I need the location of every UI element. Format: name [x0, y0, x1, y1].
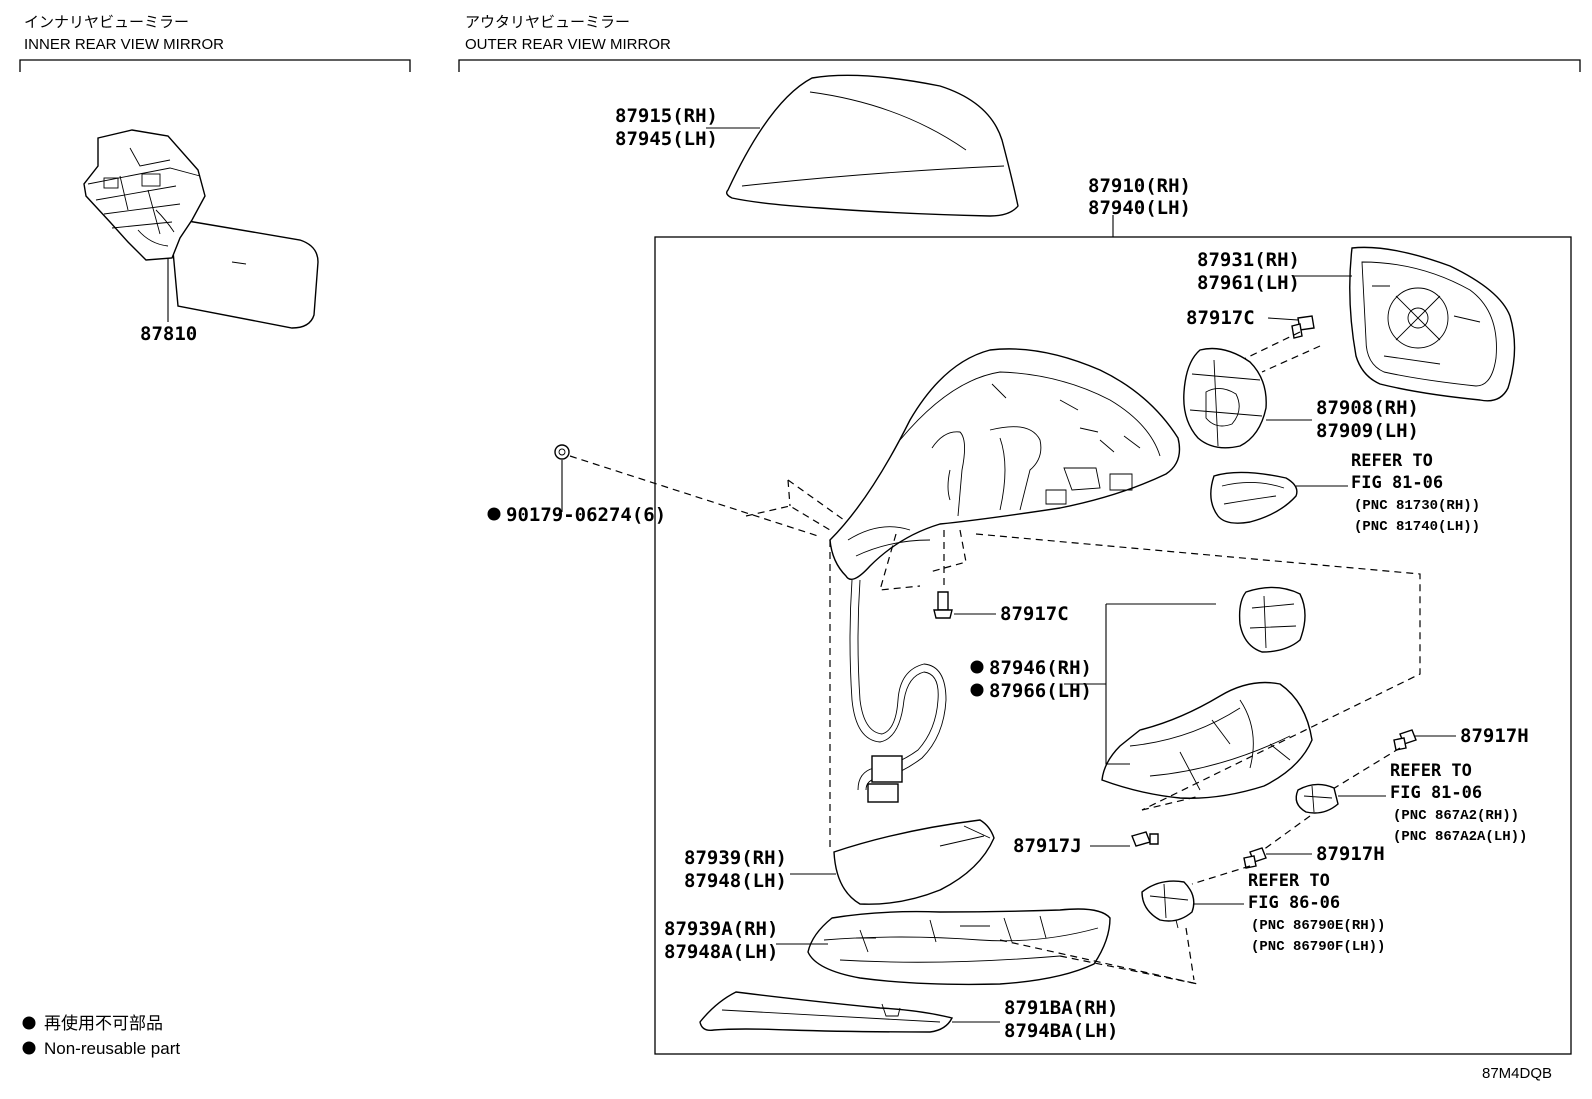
inner-section-header: インナリヤビューミラー INNER REAR VIEW MIRROR — [19, 14, 411, 72]
screw-87917h-mid-drawing: 87917H REFER TO FIG 86-06 (PNC 86790E(RH… — [1141, 843, 1385, 981]
side-camera-unit — [1295, 783, 1339, 814]
callout-8791ba-rh: 8791BA(RH) — [1004, 997, 1118, 1019]
bolt-90179-drawing: 90179-06274(6) — [487, 444, 845, 850]
turn-signal-drawing: REFER TO FIG 81-06 (PNC 81730(RH)) (PNC … — [1210, 451, 1480, 535]
outer-section-bracket — [458, 59, 1581, 72]
garnish-drawing: 8791BA(RH) 8794BA(LH) — [699, 991, 1118, 1042]
harness-drawing — [849, 579, 947, 803]
callout-90179-06274: 90179-06274(6) — [506, 504, 666, 526]
inner-title-en: INNER REAR VIEW MIRROR — [24, 36, 224, 53]
mirror-glass — [1349, 246, 1516, 402]
callout-87948-lh: 87948(LH) — [684, 870, 787, 892]
non-reusable-marker — [970, 683, 984, 697]
screw-87917h-top-drawing: 87917H REFER TO FIG 81-06 (PNC 867A2(RH)… — [1251, 725, 1529, 859]
inner-mirror-glass — [169, 217, 319, 329]
ref2-line1: REFER TO — [1390, 761, 1472, 781]
bracket-upper — [1238, 586, 1306, 653]
callout-87917h-top: 87917H — [1460, 725, 1529, 747]
callout-87961-lh: 87961(LH) — [1197, 272, 1300, 294]
ref3-line1: REFER TO — [1248, 871, 1330, 891]
callout-87939a-rh: 87939A(RH) — [664, 918, 778, 940]
ref3-pnc1: (PNC 86790E(RH)) — [1251, 918, 1385, 934]
callout-87946-rh: 87946(RH) — [989, 657, 1092, 679]
callout-87915-rh: 87915(RH) — [615, 105, 718, 127]
turn-signal-lamp — [1210, 471, 1298, 524]
ref2-pnc1: (PNC 867A2(RH)) — [1393, 808, 1519, 824]
ref1-line1: REFER TO — [1351, 451, 1433, 471]
callout-87908-rh: 87908(RH) — [1316, 397, 1419, 419]
screw-87917c-mid-drawing: 87917C — [879, 529, 1069, 625]
inner-mirror-mount — [83, 129, 206, 261]
ref3-line2: FIG 86-06 — [1248, 893, 1340, 913]
base-cover — [807, 908, 1111, 986]
callout-87931-rh: 87931(RH) — [1197, 249, 1300, 271]
inner-title-jp: インナリヤビューミラー — [24, 14, 189, 31]
mirror-cover — [725, 74, 1019, 217]
courtesy-lamp — [1141, 880, 1195, 922]
outer-section-header: アウタリヤビューミラー OUTER REAR VIEW MIRROR — [458, 14, 1581, 72]
mirror-glass-drawing: 87931(RH) 87961(LH) — [1197, 246, 1516, 402]
callout-87940-lh: 87940(LH) — [1088, 197, 1191, 219]
actuator — [1183, 347, 1267, 449]
legend-marker — [22, 1016, 36, 1030]
figure-code: 87M4DQB — [1482, 1065, 1552, 1082]
mirror-cover-drawing: 87915(RH) 87945(LH) — [615, 74, 1019, 217]
screw-87917c-top-drawing: 87917C — [1186, 307, 1321, 373]
callout-87917c-mid: 87917C — [1000, 603, 1069, 625]
ref2-line2: FIG 81-06 — [1390, 783, 1482, 803]
legend-en: Non-reusable part — [44, 1039, 180, 1058]
legend-jp: 再使用不可部品 — [44, 1013, 163, 1033]
ref1-pnc1: (PNC 81730(RH)) — [1354, 498, 1480, 514]
non-reusable-marker — [970, 660, 984, 674]
legend-marker — [22, 1041, 36, 1055]
callout-8794ba-lh: 8794BA(LH) — [1004, 1020, 1118, 1042]
ref1-pnc2: (PNC 81740(LH)) — [1354, 519, 1480, 535]
non-reusable-marker — [487, 507, 501, 521]
bracket-lower — [1101, 681, 1313, 799]
ref3-pnc2: (PNC 86790F(LH)) — [1251, 939, 1385, 955]
callout-87909-lh: 87909(LH) — [1316, 420, 1419, 442]
harness-connector — [871, 755, 903, 783]
inner-section-bracket — [19, 59, 411, 72]
mirror-housing-drawing — [829, 348, 1181, 580]
legend: 再使用不可部品 Non-reusable part — [22, 1013, 180, 1058]
base-cover-drawing: 87939A(RH) 87948A(LH) — [664, 908, 1199, 986]
callout-87939-rh: 87939(RH) — [684, 847, 787, 869]
callout-87810: 87810 — [140, 323, 197, 345]
callout-87948a-lh: 87948A(LH) — [664, 941, 778, 963]
bracket-drawing: 87946(RH) 87966(LH) — [970, 533, 1421, 811]
inner-mirror-drawing: 87810 — [83, 129, 319, 345]
callout-87966-lh: 87966(LH) — [989, 680, 1092, 702]
outer-title-en: OUTER REAR VIEW MIRROR — [465, 36, 671, 53]
ref1-line2: FIG 81-06 — [1351, 473, 1443, 493]
callout-87910-rh: 87910(RH) — [1088, 175, 1191, 197]
actuator-drawing: 87908(RH) 87909(LH) — [1183, 347, 1419, 449]
ref2-pnc2: (PNC 867A2A(LH)) — [1393, 829, 1527, 845]
callout-87917c-top: 87917C — [1186, 307, 1255, 329]
outer-title-jp: アウタリヤビューミラー — [465, 14, 630, 31]
screw-87917j-drawing: 87917J — [1013, 831, 1159, 857]
callout-87945-lh: 87945(LH) — [615, 128, 718, 150]
lower-cover — [833, 819, 995, 905]
callout-87917h-mid: 87917H — [1316, 843, 1385, 865]
callout-87917j: 87917J — [1013, 835, 1082, 857]
garnish — [699, 991, 954, 1033]
lower-cover-drawing: 87939(RH) 87948(LH) — [684, 819, 995, 905]
